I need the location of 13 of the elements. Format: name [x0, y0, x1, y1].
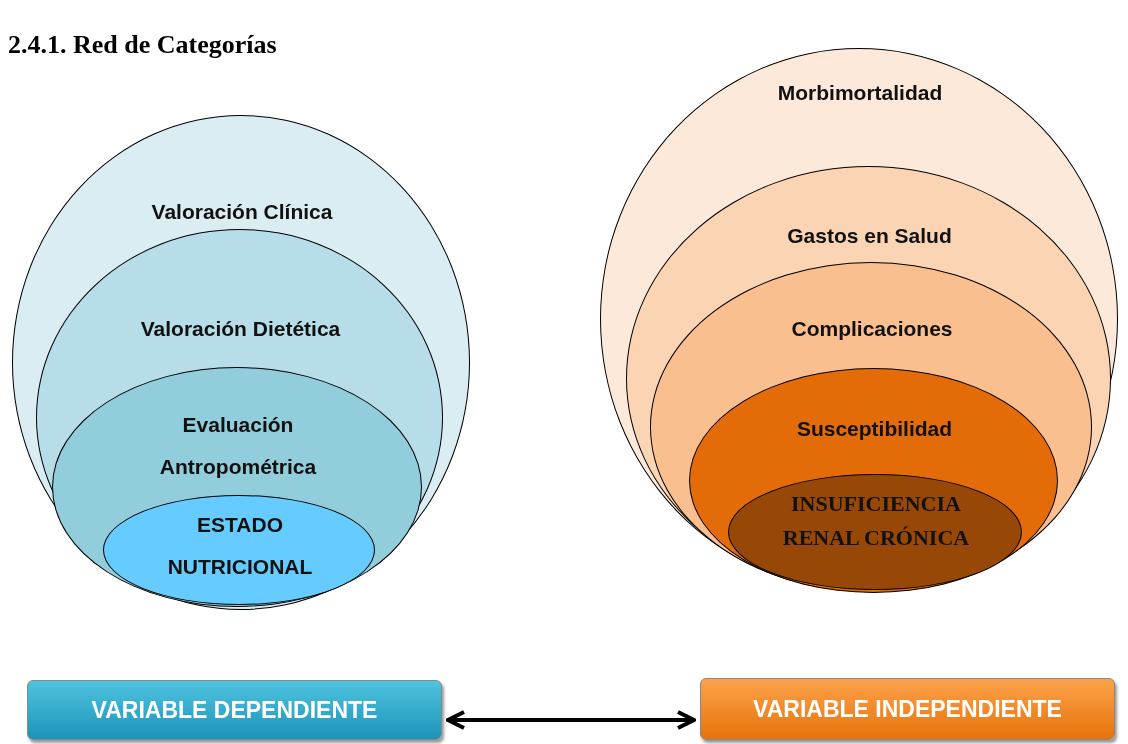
category-label: Gastos en Salud: [786, 223, 953, 249]
section-heading: 2.4.1. Red de Categorías: [8, 30, 277, 60]
category-label: ESTADO NUTRICIONAL: [166, 512, 314, 580]
variable-button: VARIABLE DEPENDIENTE: [27, 680, 442, 740]
category-label: Evaluación Antropométrica: [158, 412, 318, 480]
category-label: Valoración Dietética: [139, 316, 342, 342]
double-arrow: [446, 710, 696, 730]
category-label: Valoración Clínica: [150, 199, 334, 225]
category-label: INSUFICIENCIA RENAL CRÓNICA: [781, 490, 971, 552]
category-label: Complicaciones: [790, 316, 954, 342]
category-label: Susceptibilidad: [795, 416, 954, 442]
variable-button: VARIABLE INDEPENDIENTE: [700, 678, 1115, 740]
category-label: Morbimortalidad: [776, 80, 944, 106]
